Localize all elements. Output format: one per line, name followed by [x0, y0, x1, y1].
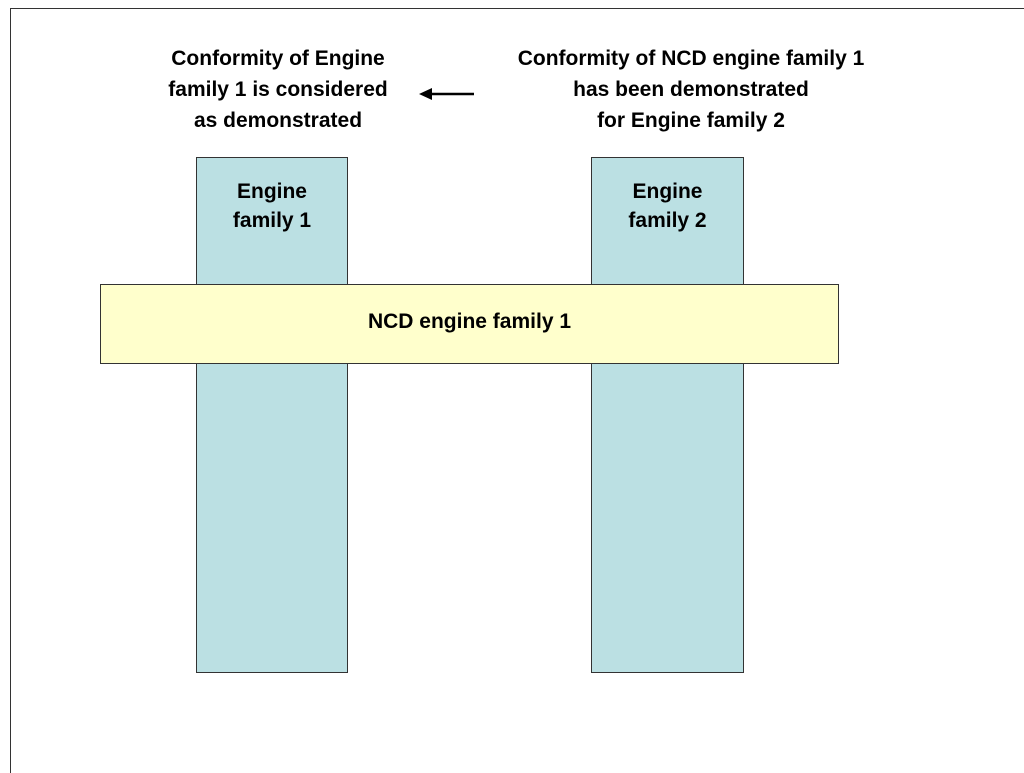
caption-left-line-3: as demonstrated — [193, 109, 363, 132]
ncd-engine-family-band: NCD engine family 1 — [100, 284, 839, 364]
engine-family-2-label-line-1: Engine — [632, 180, 703, 203]
caption-right-line-2: has been demonstrated — [573, 78, 809, 101]
caption-right-line-1: Conformity of NCD engine family 1 — [517, 47, 865, 70]
engine-family-2-column: Engine family 2 — [591, 157, 744, 673]
caption-ncd-family-conformity: Conformity of NCD engine family 1 has be… — [474, 43, 908, 136]
caption-left-line-1: Conformity of Engine — [171, 47, 385, 70]
ncd-engine-family-label: NCD engine family 1 — [367, 310, 572, 333]
engine-family-1-label-line-1: Engine — [236, 180, 307, 203]
engine-family-2-label-line-2: family 2 — [628, 209, 707, 232]
caption-engine-family-1-conformity: Conformity of Engine family 1 is conside… — [140, 43, 416, 136]
engine-family-1-column: Engine family 1 — [196, 157, 348, 673]
frame-top-border — [10, 8, 1024, 9]
engine-family-1-label: Engine family 1 — [197, 177, 347, 235]
engine-family-1-label-line-2: family 1 — [232, 209, 312, 232]
frame-left-border — [10, 8, 11, 773]
arrow-left-icon — [419, 88, 474, 100]
caption-left-line-2: family 1 is considered — [168, 78, 388, 101]
caption-right-line-3: for Engine family 2 — [597, 109, 785, 132]
engine-family-2-label: Engine family 2 — [592, 177, 743, 235]
